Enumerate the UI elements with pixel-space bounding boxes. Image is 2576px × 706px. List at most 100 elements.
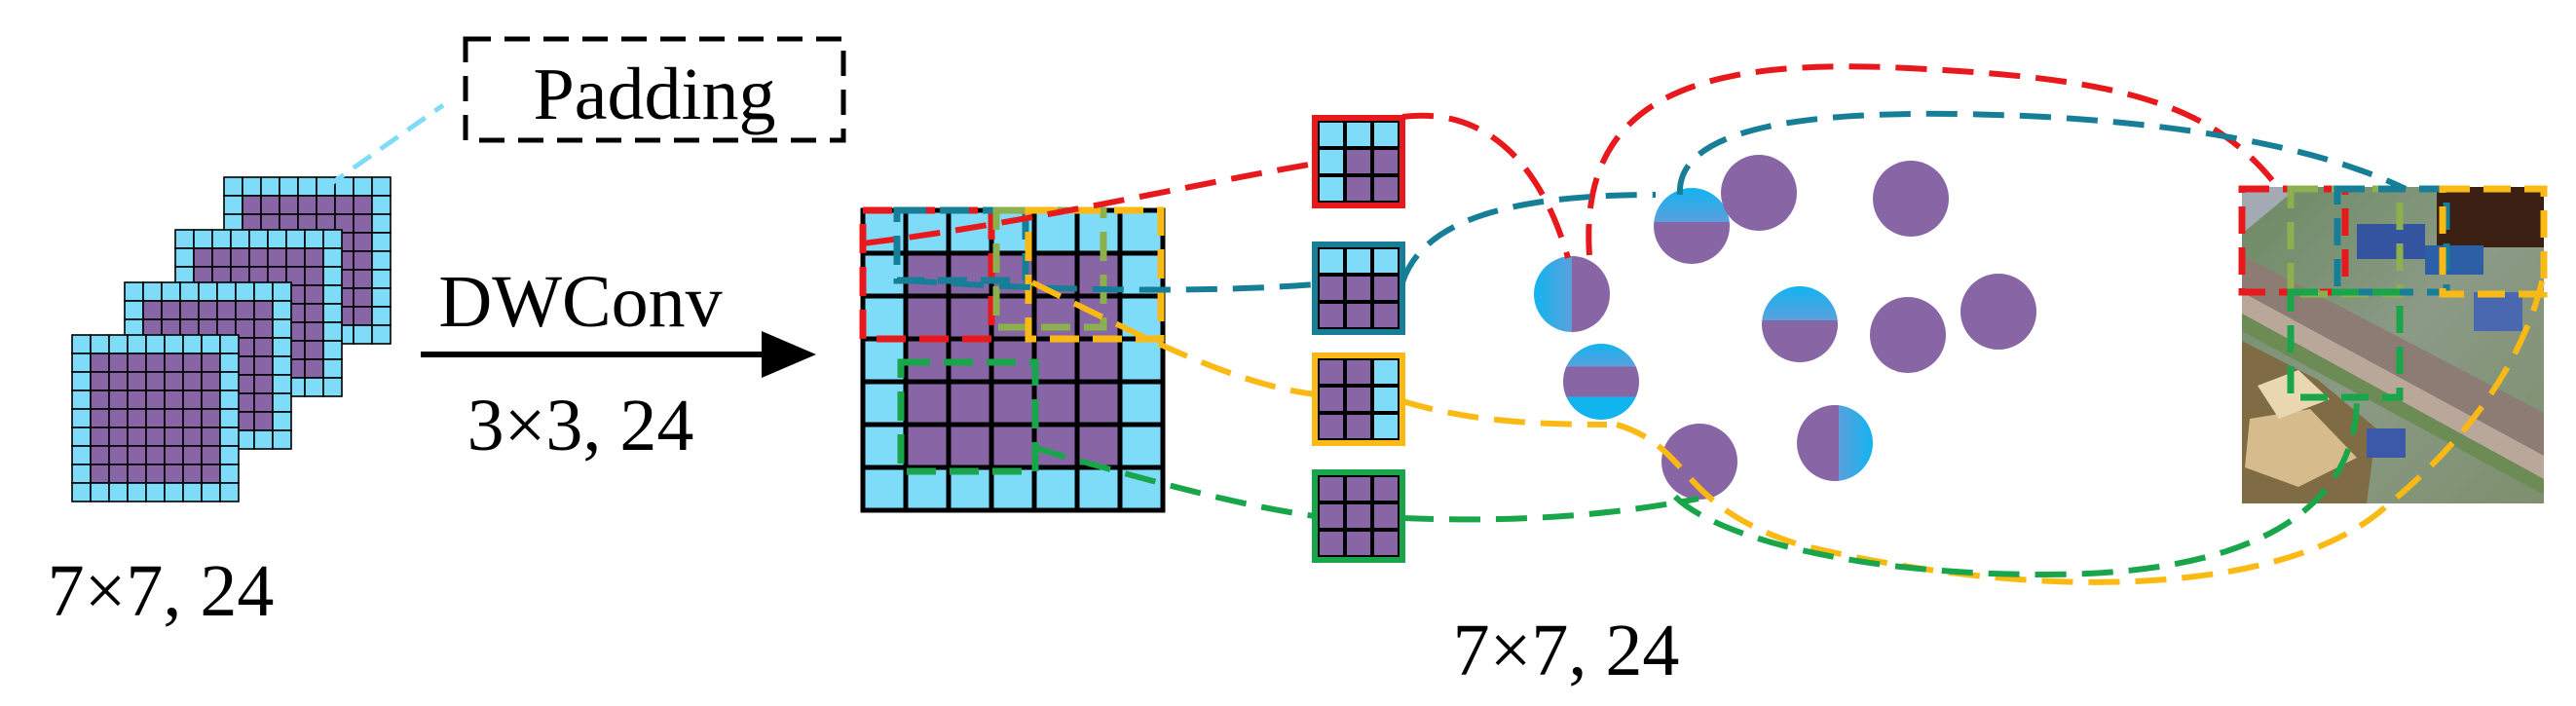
curve-red-node-image [1586, 63, 2282, 256]
grid-cell [248, 229, 269, 249]
grid-cell [253, 429, 274, 450]
grid-cell [90, 482, 110, 502]
grid-cell [164, 390, 184, 410]
grid-cell [1343, 173, 1374, 204]
grid-cell [253, 337, 274, 357]
grid-cell [216, 281, 237, 302]
node-6 [1870, 297, 1946, 373]
grid-cell [1316, 356, 1347, 388]
grid-cell [272, 318, 292, 339]
grid-cell [253, 318, 274, 339]
grid-cell [272, 374, 292, 394]
grid-cell [272, 411, 292, 431]
grid-cell [219, 353, 240, 373]
curve-red-kernel-node [1401, 112, 1571, 259]
grid-cell [903, 250, 952, 299]
grid-cell [201, 482, 221, 502]
grid-cell [304, 377, 324, 397]
grid-cell [1370, 528, 1401, 559]
grid-cell [860, 293, 909, 342]
grid-cell [71, 445, 92, 465]
grid-cell [71, 371, 92, 391]
grid-cell [235, 300, 255, 320]
grid-cell [164, 334, 184, 354]
grid-cell [279, 176, 299, 197]
image-window-yellow [2439, 185, 2548, 298]
grid-cell [1316, 473, 1347, 504]
grid-cell [179, 281, 200, 302]
grid-cell [304, 229, 324, 249]
grid-cell [248, 247, 269, 268]
grid-cell [219, 334, 240, 354]
grid-cell [198, 281, 218, 302]
grid-cell [71, 464, 92, 484]
grid-cell [371, 269, 392, 289]
grid-cell [242, 195, 262, 215]
kernel-border [1312, 115, 1405, 208]
grid-cell [164, 445, 184, 465]
grid-cell [304, 340, 324, 360]
grid-cell [164, 353, 184, 373]
grid-cell [1343, 528, 1374, 559]
grid-cell [1370, 501, 1401, 532]
grid-cell [903, 422, 952, 470]
dwconv-label: DWConv [438, 261, 722, 343]
kernel-label: 3×3, 24 [467, 385, 694, 466]
node-10 [1661, 424, 1737, 500]
grid-cell [946, 422, 994, 470]
input-map-4 [71, 334, 240, 502]
grid-cell [272, 355, 292, 376]
grid-cell [989, 379, 1037, 427]
grid-cell [1117, 422, 1166, 470]
grid-cell [145, 445, 166, 465]
grid-cell [371, 324, 392, 345]
grid-cell [1370, 300, 1401, 331]
grid-cell [253, 374, 274, 394]
curve-green-node-image [1672, 396, 2360, 578]
grid-cell [127, 464, 147, 484]
grid-cell [127, 408, 147, 428]
grid-cell [1343, 473, 1374, 504]
grid-cell [304, 266, 324, 286]
grid-cell [1074, 336, 1123, 385]
grid-cell [1117, 207, 1166, 256]
curve-green-kernel-node [1401, 496, 1699, 523]
grid-cell [108, 390, 129, 410]
grid-cell [1031, 422, 1080, 470]
grid-cell [174, 247, 195, 268]
grid-cell [90, 445, 110, 465]
grid-cell [174, 229, 195, 249]
grid-cell [1370, 273, 1401, 304]
grid-cell [304, 284, 324, 305]
grid-cell [322, 284, 343, 305]
grid-cell [946, 207, 994, 256]
grid-cell [145, 427, 166, 447]
grid-cell [1316, 300, 1347, 331]
grid-cell [164, 408, 184, 428]
grid-cell [1031, 336, 1080, 385]
grid-cell [353, 195, 373, 215]
grid-cell [142, 300, 163, 320]
padding-callout-box [463, 36, 846, 143]
grid-cell [272, 281, 292, 302]
grid-cell [164, 427, 184, 447]
grid-cell [1316, 173, 1347, 204]
grid-cell [230, 247, 250, 268]
grid-cell [1370, 473, 1401, 504]
grid-cell [272, 392, 292, 413]
grid-cell [145, 390, 166, 410]
grid-cell [201, 445, 221, 465]
grid-cell [90, 334, 110, 354]
padding-label: Padding [533, 54, 775, 135]
grid-cell [230, 229, 250, 249]
grid-cell [1117, 293, 1166, 342]
grid-cell [71, 427, 92, 447]
grid-cell [164, 464, 184, 484]
grid-cell [219, 445, 240, 465]
grid-cell [1316, 119, 1347, 150]
grid-cell [1343, 273, 1374, 304]
grid-cell [267, 247, 287, 268]
grid-cell [108, 427, 129, 447]
grid-cell [322, 247, 343, 268]
grid-cell [272, 337, 292, 357]
